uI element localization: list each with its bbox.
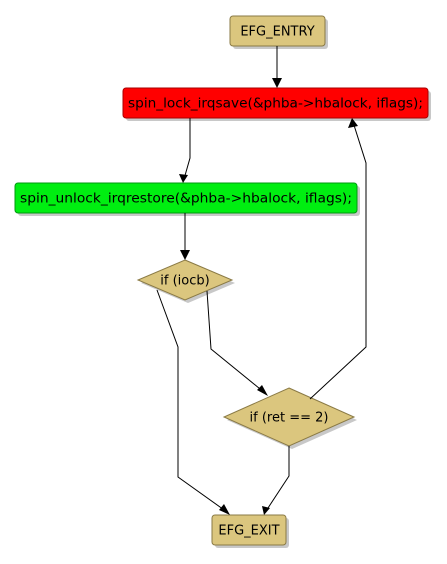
unlock-node-box [14,182,358,214]
unlock-node[interactable]: spin_unlock_irqrestore(&phba->hbalock, i… [14,182,360,216]
if-iocb-label: if (iocb) [160,274,209,289]
if-ret-node[interactable]: if (ret == 2) [222,387,357,449]
edge-if-iocb-to-exit-arrowhead [219,504,230,515]
edge-if-iocb-to-if-ret [206,290,266,394]
if-iocb-diamond [136,259,234,301]
edge-entry-to-lock-arrowhead [272,78,282,88]
exit-node-label: EFG_EXIT [218,524,279,539]
edge-lock-to-unlock [183,118,191,180]
exit-node-box [211,514,287,546]
exit-node[interactable]: EFG_EXIT [211,514,289,548]
edge-if-ret-to-exit-arrowhead [262,506,270,515]
edge-unlock-to-if-iocb-arrowhead [180,250,190,260]
edge-if-ret-to-lock-arrowhead [348,118,358,128]
edge-if-iocb-to-exit [156,289,228,513]
lock-node[interactable]: spin_lock_irqsave(&phba->hbalock, iflags… [122,87,431,121]
if-iocb-node[interactable]: if (iocb) [136,259,235,303]
entry-node[interactable]: EFG_ENTRY [229,15,328,49]
lock-node-box [122,87,429,119]
entry-node-label: EFG_ENTRY [240,25,314,40]
edge-if-ret-to-lock [309,121,367,400]
edge-lock-to-unlock-arrowhead [179,174,188,183]
edge-if-ret-to-exit [265,446,290,512]
edge-if-iocb-to-if-ret-arrowhead [257,385,268,396]
if-ret-label: if (ret == 2) [250,411,329,426]
unlock-node-label: spin_unlock_irqrestore(&phba->hbalock, i… [20,192,352,207]
lock-node-label: spin_lock_irqsave(&phba->hbalock, iflags… [128,97,423,112]
